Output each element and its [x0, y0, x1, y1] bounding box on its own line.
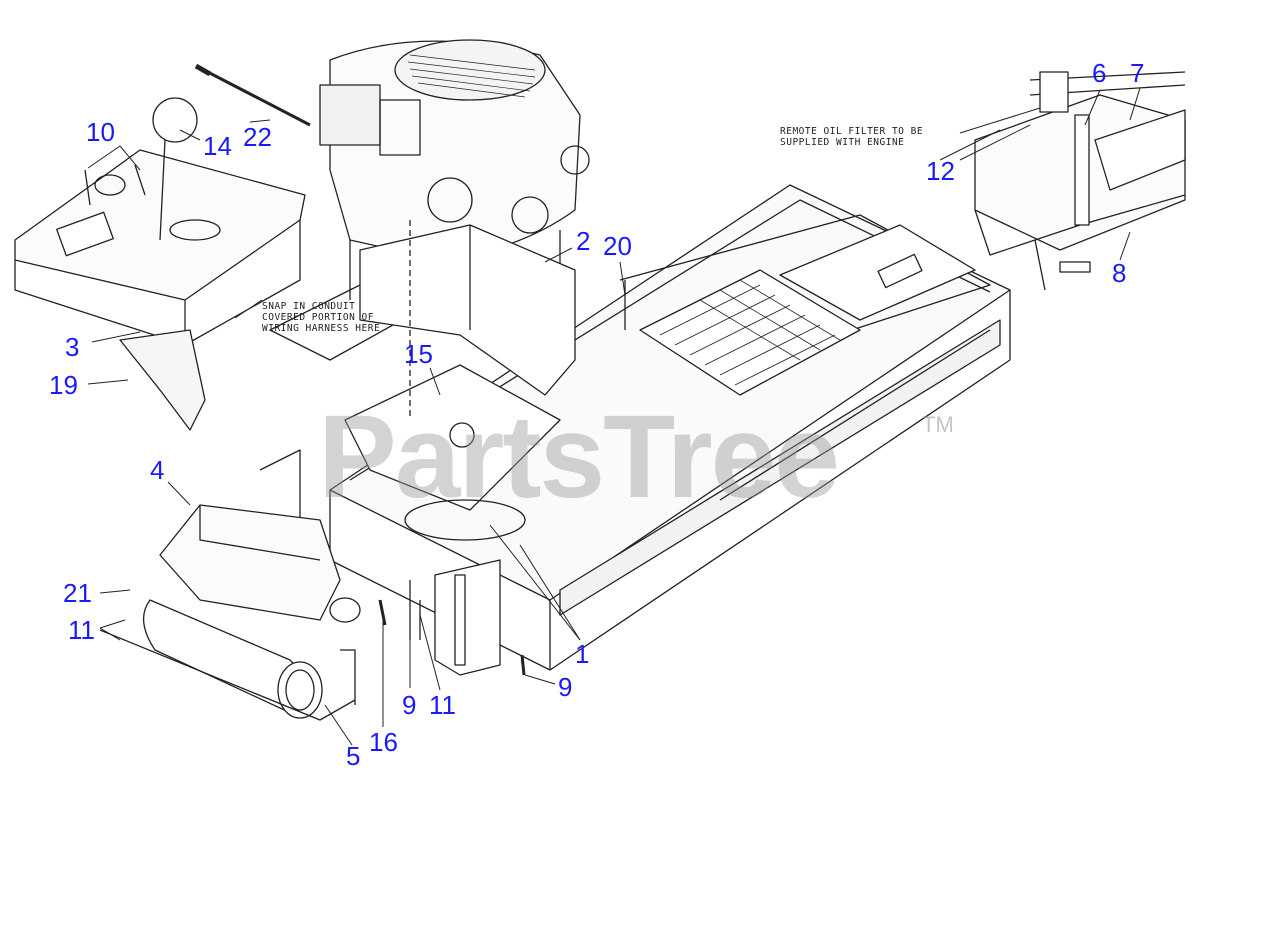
callout-4[interactable]: 4 [150, 455, 165, 485]
callout-3[interactable]: 3 [65, 332, 80, 362]
callout-10[interactable]: 10 [86, 117, 115, 147]
callout-8[interactable]: 8 [1112, 258, 1127, 288]
callout-2[interactable]: 2 [576, 226, 591, 256]
callout-5[interactable]: 5 [346, 741, 361, 771]
oil-filter-note: REMOTE OIL FILTER TO BE SUPPLIED WITH EN… [780, 126, 924, 148]
watermark: PartsTree [318, 391, 840, 523]
callout-15[interactable]: 15 [404, 339, 433, 369]
callout-21[interactable]: 21 [63, 578, 92, 608]
callout-22[interactable]: 22 [243, 122, 272, 152]
callout-20[interactable]: 20 [603, 231, 632, 261]
conduit-note: SNAP IN CONDUIT COVERED PORTION OF WIRIN… [262, 301, 381, 334]
watermark-tm: TM [922, 412, 954, 437]
callout-12[interactable]: 12 [926, 156, 955, 186]
fuel-tank-assembly [14, 97, 306, 431]
callout-1[interactable]: 1 [575, 639, 590, 669]
callout-14[interactable]: 14 [203, 131, 232, 161]
callout-9-left[interactable]: 9 [402, 690, 417, 720]
callout-16[interactable]: 16 [369, 727, 398, 757]
floor-plate-perforated [639, 224, 976, 396]
callout-7[interactable]: 7 [1130, 58, 1145, 88]
engine-mount-bracket [359, 224, 626, 396]
muffler [99, 599, 356, 721]
rear-frame-section [974, 71, 1186, 291]
front-bracket [378, 559, 526, 676]
callout-6[interactable]: 6 [1092, 58, 1107, 88]
dipstick-tube [194, 63, 311, 127]
leader-lines [87, 87, 1141, 746]
callout-11-center[interactable]: 11 [429, 690, 456, 720]
mounting-plate [344, 220, 561, 541]
callout-9-right[interactable]: 9 [558, 672, 573, 702]
callout-11-left[interactable]: 11 [68, 615, 95, 645]
engine [319, 39, 590, 300]
callout-19[interactable]: 19 [49, 370, 78, 400]
heat-shield [159, 504, 361, 623]
